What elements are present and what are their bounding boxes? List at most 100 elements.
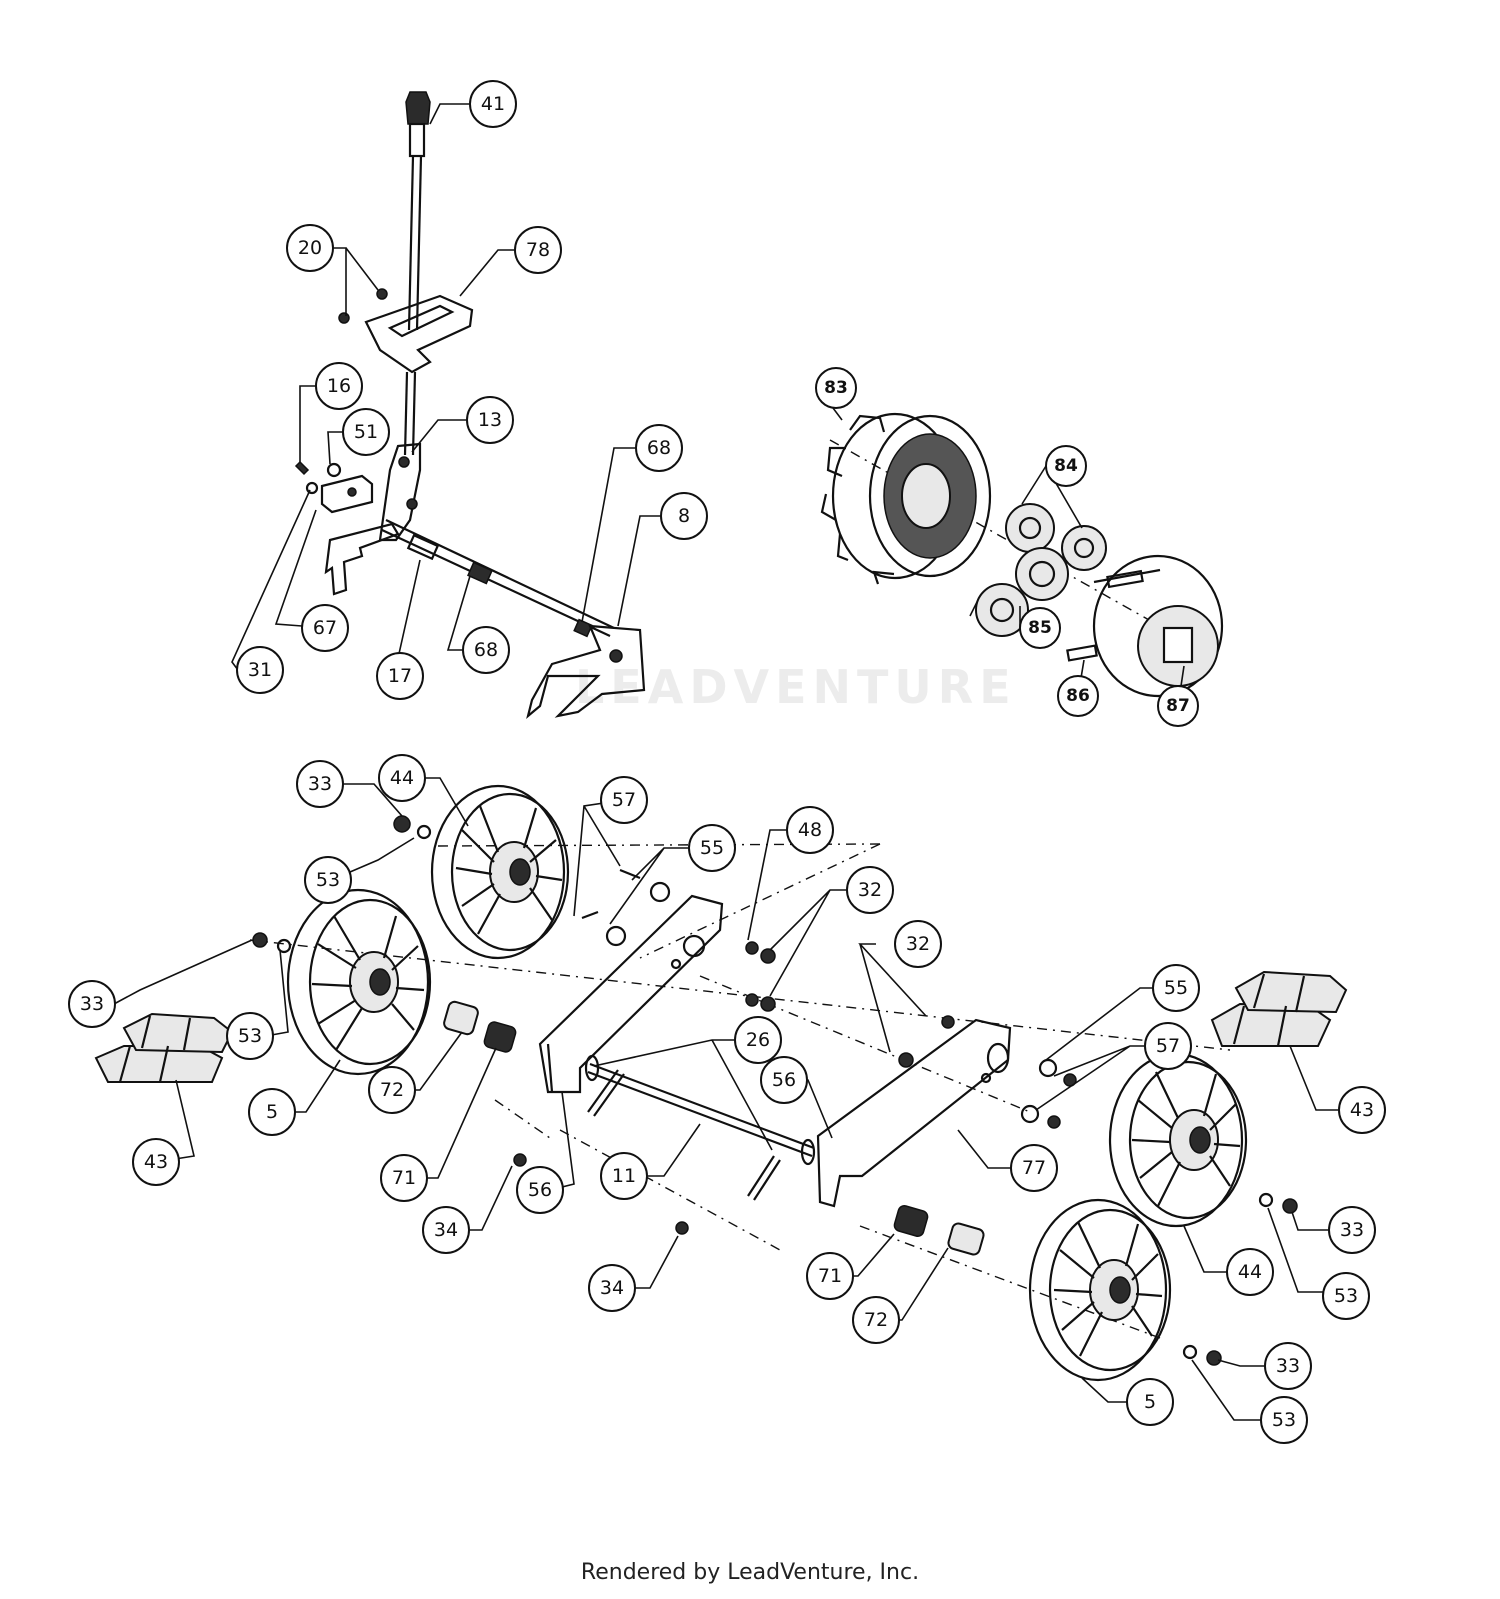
track-assembly	[94, 784, 1348, 1382]
svg-text:33: 33	[1276, 1355, 1300, 1377]
svg-text:33: 33	[1340, 1219, 1364, 1241]
lower-bracket	[378, 442, 422, 542]
track-link-43-left	[94, 1012, 234, 1083]
svg-text:17: 17	[388, 665, 412, 687]
callout-57-b: 57	[1144, 1022, 1192, 1070]
callout-32-b: 32	[894, 920, 942, 968]
callout-56-b: 56	[516, 1166, 564, 1214]
callout-71-b: 71	[806, 1252, 854, 1300]
callout-67: 67	[301, 604, 349, 652]
callout-53-d: 53	[1260, 1396, 1308, 1444]
svg-text:33: 33	[308, 773, 332, 795]
svg-text:57: 57	[612, 789, 636, 811]
callout-53-a: 53	[304, 856, 352, 904]
right-frame	[816, 1018, 1012, 1208]
track-wheel-44-right	[1108, 1052, 1248, 1228]
svg-text:5: 5	[1144, 1391, 1156, 1413]
shift-fork	[526, 624, 646, 720]
svg-text:26: 26	[746, 1029, 770, 1051]
callout-48: 48	[786, 806, 834, 854]
callout-51: 51	[342, 408, 390, 456]
callout-53-b: 53	[226, 1012, 274, 1060]
fork-plate	[324, 522, 400, 596]
callout-5-a: 5	[248, 1088, 296, 1136]
svg-text:41: 41	[481, 93, 505, 115]
svg-text:11: 11	[612, 1165, 636, 1187]
left-frame	[538, 894, 724, 1094]
svg-text:53: 53	[1334, 1285, 1358, 1307]
shift-lever-assembly	[294, 91, 646, 720]
spacer-72-right	[947, 1222, 985, 1256]
callout-20: 20	[286, 224, 334, 272]
callout-78: 78	[514, 226, 562, 274]
svg-text:44: 44	[1238, 1261, 1262, 1283]
callout-34-a: 34	[422, 1206, 470, 1254]
svg-text:53: 53	[316, 869, 340, 891]
svg-text:83: 83	[824, 378, 848, 398]
spacer-71-right	[893, 1205, 929, 1237]
lever-knob	[405, 91, 431, 125]
svg-text:34: 34	[434, 1219, 458, 1241]
svg-text:33: 33	[80, 993, 104, 1015]
callout-13: 13	[466, 396, 514, 444]
callout-55-a: 55	[688, 824, 736, 872]
svg-text:71: 71	[818, 1265, 842, 1287]
callout-85: 85	[1019, 607, 1061, 649]
svg-text:87: 87	[1166, 696, 1190, 716]
shift-bracket	[364, 294, 474, 374]
callout-68-top: 68	[635, 424, 683, 472]
callout-31: 31	[236, 646, 284, 694]
spacer-72-left	[443, 1000, 479, 1036]
callout-5-b: 5	[1126, 1378, 1174, 1426]
svg-text:8: 8	[678, 505, 690, 527]
svg-text:32: 32	[858, 879, 882, 901]
callout-71-a: 71	[380, 1154, 428, 1202]
callout-72-b: 72	[852, 1296, 900, 1344]
callout-72-a: 72	[368, 1066, 416, 1114]
watermark-text: LEADVENTURE	[575, 660, 1017, 714]
svg-text:53: 53	[1272, 1409, 1296, 1431]
pinion-gear-4	[975, 583, 1029, 637]
svg-text:44: 44	[390, 767, 414, 789]
callout-41: 41	[469, 80, 517, 128]
callout-87: 87	[1157, 685, 1199, 727]
footer-credit: Rendered by LeadVenture, Inc.	[580, 1560, 920, 1585]
svg-text:77: 77	[1022, 1157, 1046, 1179]
svg-text:31: 31	[248, 659, 272, 681]
callout-68-bottom: 68	[462, 626, 510, 674]
callout-33-a: 33	[296, 760, 344, 808]
track-link-43-right	[1210, 970, 1348, 1047]
callout-44-b: 44	[1226, 1248, 1274, 1296]
svg-text:57: 57	[1156, 1035, 1180, 1057]
callout-57-a: 57	[600, 776, 648, 824]
svg-text:32: 32	[906, 933, 930, 955]
svg-text:43: 43	[1350, 1099, 1374, 1121]
callout-77: 77	[1010, 1144, 1058, 1192]
svg-text:86: 86	[1066, 686, 1090, 706]
pinion-gear-1	[1005, 503, 1055, 553]
svg-text:43: 43	[144, 1151, 168, 1173]
svg-text:55: 55	[700, 837, 724, 859]
svg-text:56: 56	[772, 1069, 796, 1091]
callout-26: 26	[734, 1016, 782, 1064]
callout-56-a: 56	[760, 1056, 808, 1104]
svg-text:72: 72	[864, 1309, 888, 1331]
callout-33-b: 33	[68, 980, 116, 1028]
callout-33-d: 33	[1264, 1342, 1312, 1390]
callout-32-a: 32	[846, 866, 894, 914]
svg-text:13: 13	[478, 409, 502, 431]
svg-text:53: 53	[238, 1025, 262, 1047]
callout-83: 83	[815, 367, 857, 409]
track-drive-gears	[820, 412, 1224, 698]
block	[320, 474, 374, 514]
pinion-gear-3	[1015, 547, 1069, 601]
svg-text:68: 68	[474, 639, 498, 661]
callout-84: 84	[1045, 445, 1087, 487]
carrier-plate	[1092, 554, 1224, 698]
svg-text:51: 51	[354, 421, 378, 443]
callout-16: 16	[315, 362, 363, 410]
svg-text:68: 68	[647, 437, 671, 459]
callout-43-b: 43	[132, 1138, 180, 1186]
callout-33-c: 33	[1328, 1206, 1376, 1254]
